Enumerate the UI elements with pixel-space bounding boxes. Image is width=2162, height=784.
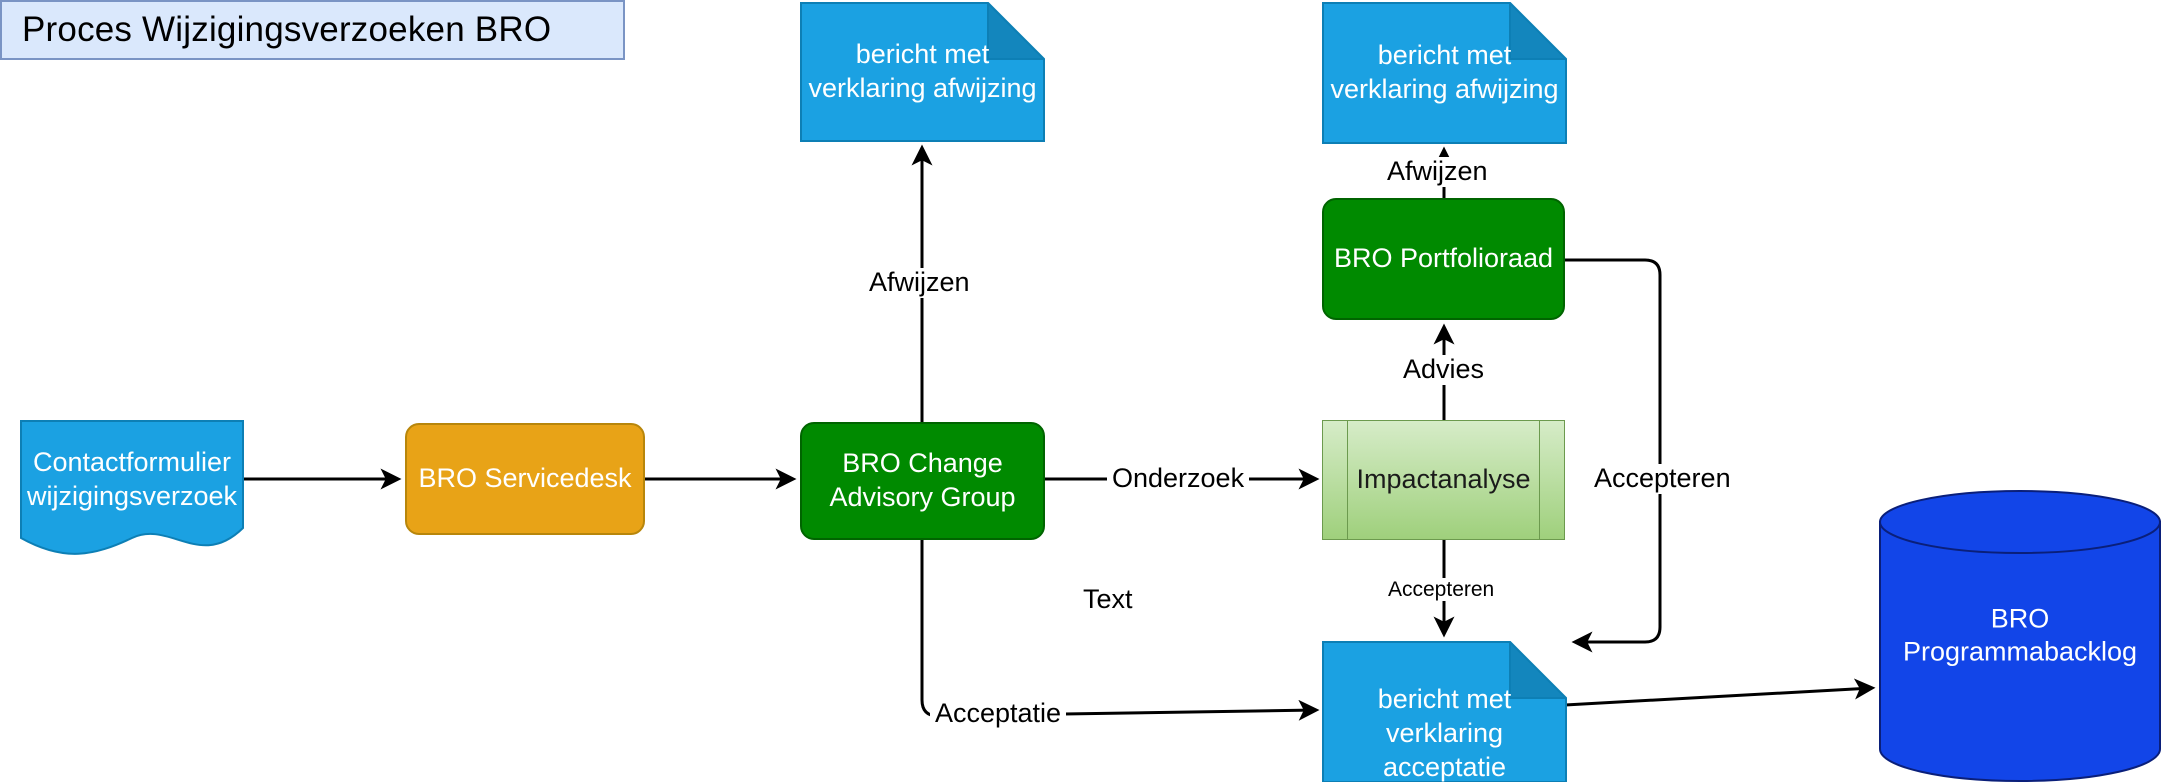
note-shape <box>800 2 1045 142</box>
page-title: Proces Wijzigingsverzoeken BRO <box>0 0 625 60</box>
note-shape <box>1322 2 1567 144</box>
document-shape <box>20 420 244 555</box>
node-bericht-acceptatie[interactable]: bericht met verklaring acceptatie <box>1322 641 1567 782</box>
node-bro-servicedesk-label: BRO Servicedesk <box>418 463 632 494</box>
node-impactanalyse[interactable]: Impactanalyse <box>1322 420 1565 540</box>
connector-portfolioraad-acceptatie <box>1565 258 1662 653</box>
cylinder-shape <box>1879 490 2161 782</box>
edge-label-accepteren-down: Accepteren <box>1383 578 1500 602</box>
node-bericht-acceptatie-label: bericht met verklaring acceptatie <box>1377 684 1512 782</box>
connector-acceptatie-backlog <box>1564 678 1876 707</box>
node-bro-programmabacklog-label: BRO Programmabacklog <box>1902 602 2138 667</box>
node-bericht-afwijzing-left-label: bericht met verklaring afwijzing <box>808 39 1037 103</box>
edge-label-afwijzen-right: Afwijzen <box>1382 156 1493 187</box>
node-bericht-afwijzing-left[interactable]: bericht met verklaring afwijzing <box>800 2 1045 142</box>
edge-label-text: Text <box>1078 584 1138 615</box>
node-bericht-afwijzing-right-label: bericht met verklaring afwijzing <box>1330 40 1559 104</box>
node-bro-change-advisory-group[interactable]: BRO Change Advisory Group <box>800 422 1045 540</box>
predefined-bar-right <box>1539 421 1540 539</box>
note-shape <box>1322 641 1567 782</box>
node-bro-portfolioraad[interactable]: BRO Portfolioraad <box>1322 198 1565 320</box>
node-bro-change-advisory-group-label: BRO Change Advisory Group <box>829 448 1016 512</box>
node-contactformulier[interactable]: Contactformulier wijzigingsverzoek <box>20 420 244 560</box>
node-impactanalyse-label: Impactanalyse <box>1356 464 1531 495</box>
edge-label-acceptatie: Acceptatie <box>930 698 1067 729</box>
page-title-text: Proces Wijzigingsverzoeken BRO <box>22 10 552 49</box>
node-bro-programmabacklog[interactable]: BRO Programmabacklog <box>1878 489 2162 782</box>
node-bro-servicedesk[interactable]: BRO Servicedesk <box>405 423 645 535</box>
edge-label-afwijzen-left: Afwijzen <box>864 267 975 298</box>
edge-label-advies: Advies <box>1398 354 1490 385</box>
edge-label-accepteren-side: Accepteren <box>1589 463 1736 494</box>
node-bericht-afwijzing-right[interactable]: bericht met verklaring afwijzing <box>1322 2 1567 144</box>
connector-cag-acceptatie <box>920 540 1320 721</box>
node-bro-portfolioraad-label: BRO Portfolioraad <box>1333 243 1554 274</box>
edge-label-onderzoek: Onderzoek <box>1107 463 1250 494</box>
node-contactformulier-label: Contactformulier wijzigingsverzoek <box>26 447 238 511</box>
predefined-bar-left <box>1347 421 1348 539</box>
